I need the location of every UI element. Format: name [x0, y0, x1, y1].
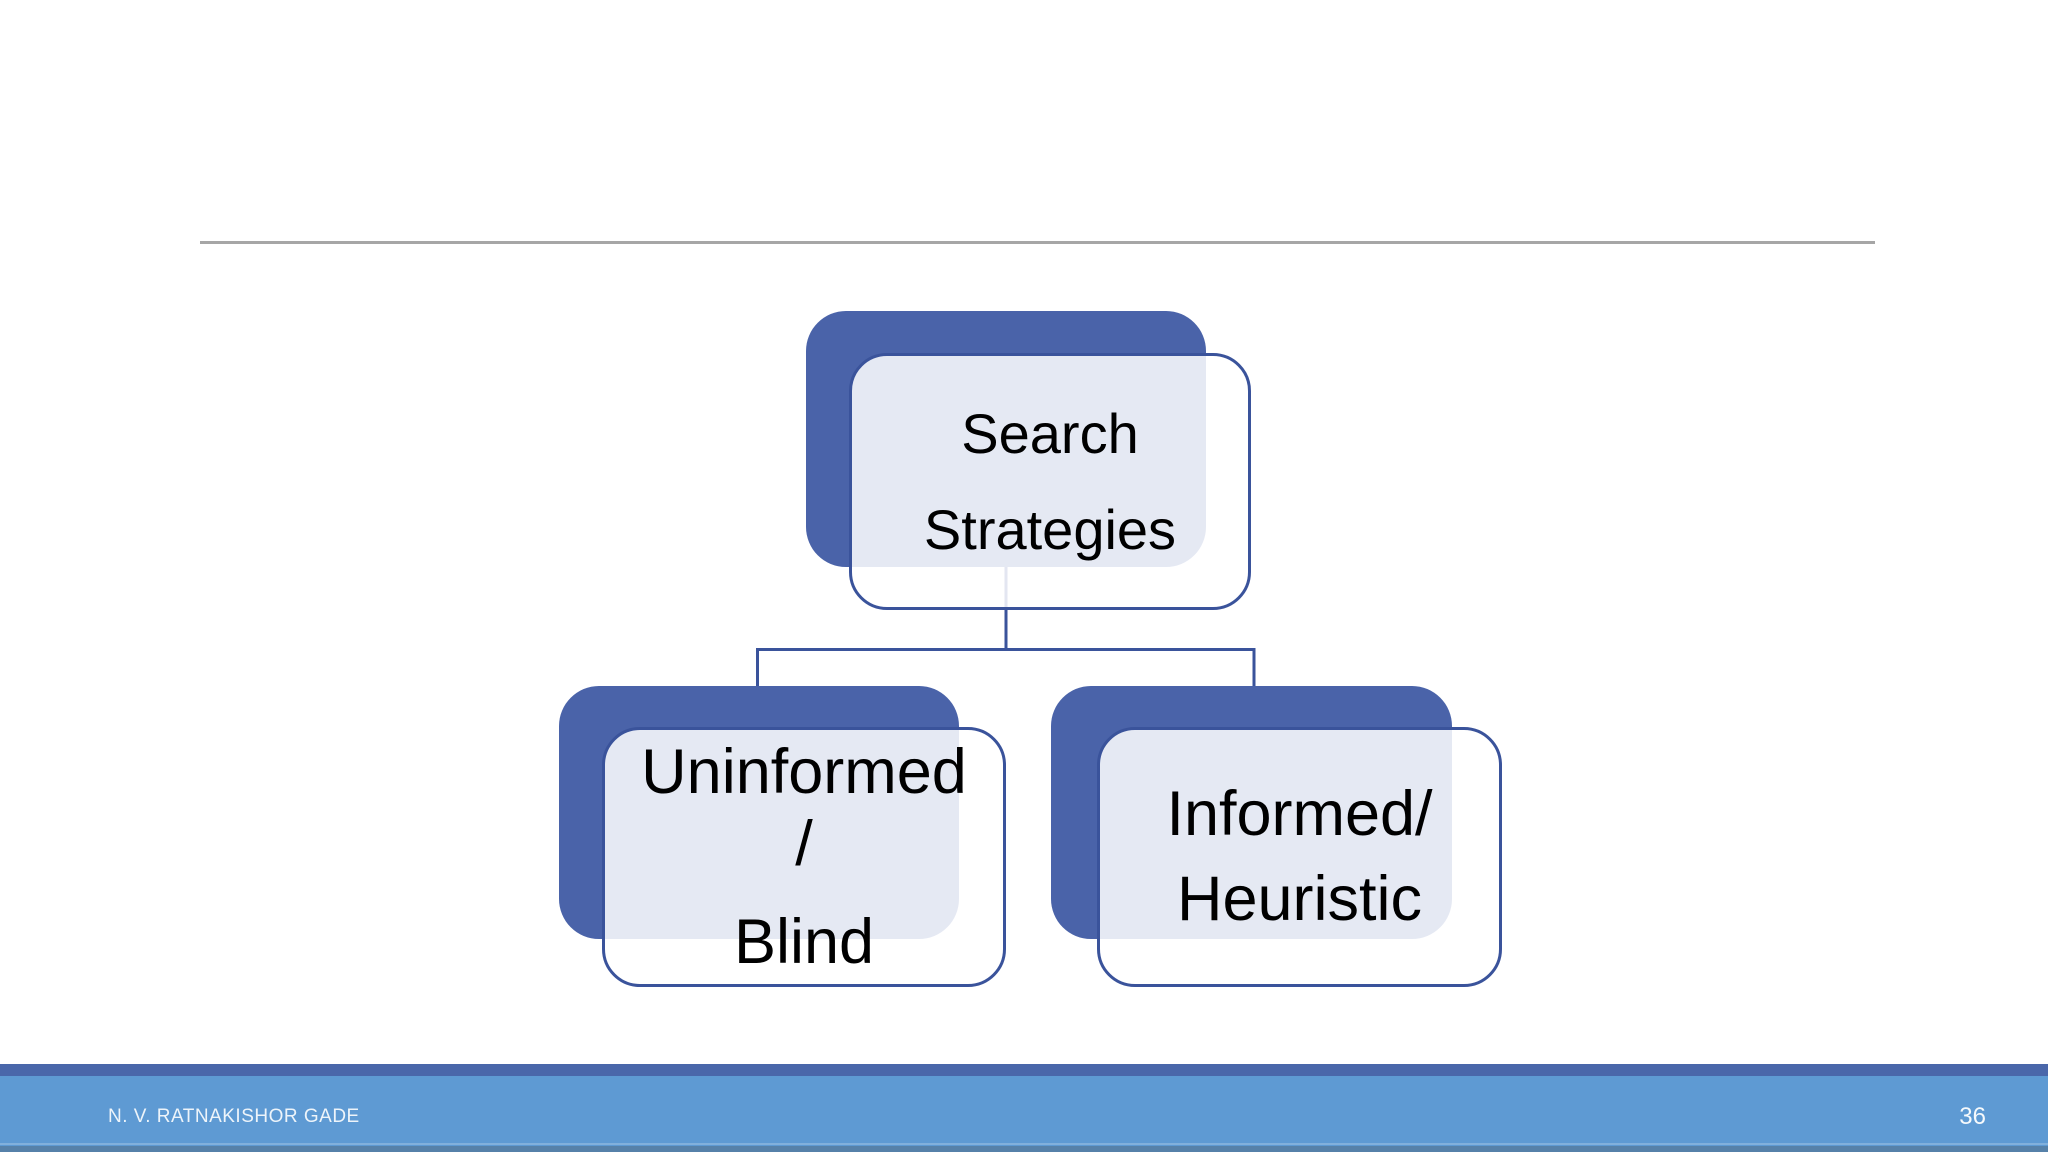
node-informed-heuristic: Informed/ Heuristic — [1097, 727, 1502, 987]
footer-bottom-highlight-line — [0, 1143, 2048, 1145]
slide-page-number: 36 — [1959, 1103, 1986, 1130]
node-text-line: Strategies — [923, 497, 1177, 561]
node-text-line: Uninformed — [641, 737, 967, 807]
footer-author-text: N. V. RATNAKISHOR GADE — [108, 1106, 360, 1127]
node-text-line: Blind — [733, 907, 875, 977]
node-text-line: / — [795, 809, 813, 879]
title-divider-line — [200, 241, 1875, 244]
node-search-strategies: Search Strategies — [849, 353, 1251, 610]
node-text-line: Informed/ — [1166, 779, 1433, 849]
footer-bottom-edge — [0, 1146, 2048, 1152]
node-uninformed-blind: Uninformed / Blind — [602, 727, 1006, 987]
node-text-line: Heuristic — [1176, 864, 1423, 934]
footer-accent-band — [0, 1064, 2048, 1076]
node-text-line: Search — [961, 401, 1139, 465]
footer-bar: N. V. RATNAKISHOR GADE 36 — [0, 1076, 2048, 1152]
